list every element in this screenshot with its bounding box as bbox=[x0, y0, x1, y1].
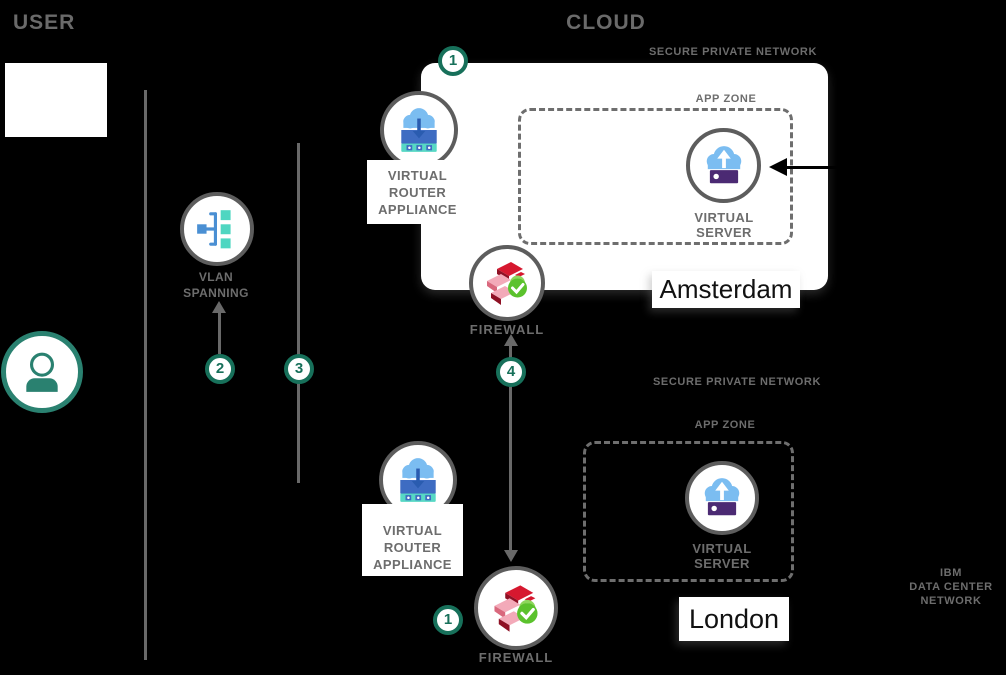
vlan-label-line2: SPANNING bbox=[183, 286, 249, 300]
london-virtual-router-labelbox: VIRTUAL ROUTER APPLIANCE bbox=[362, 504, 463, 576]
firewall-down-arrowhead-icon bbox=[504, 550, 518, 562]
virtual-router-appliance-icon bbox=[401, 108, 437, 152]
ibm-label-line2: DATA CENTER bbox=[909, 581, 993, 593]
amsterdam-firewall-node bbox=[469, 245, 545, 321]
step-badge-1-london: 1 bbox=[433, 605, 463, 635]
amsterdam-city-label: Amsterdam bbox=[652, 271, 800, 308]
router-label-line2: ROUTER bbox=[388, 185, 447, 200]
firewall-connector-line bbox=[509, 346, 512, 550]
ingress-arrow-line bbox=[786, 166, 1006, 169]
step-badge-3: 3 bbox=[284, 354, 314, 384]
amsterdam-secure-network-label: SECURE PRIVATE NETWORK bbox=[648, 46, 818, 58]
amsterdam-app-zone-label: APP ZONE bbox=[695, 93, 757, 105]
ibm-label-line1: IBM bbox=[940, 567, 962, 579]
virtual-server-icon bbox=[706, 145, 741, 183]
step3-line bbox=[297, 143, 300, 483]
step-badge-1-amsterdam: 1 bbox=[438, 46, 468, 76]
step-badge-2: 2 bbox=[205, 354, 235, 384]
london-firewall-node bbox=[474, 566, 558, 650]
server-label-line2: SERVER bbox=[696, 225, 752, 240]
amsterdam-app-zone-box bbox=[518, 108, 793, 245]
user-network-line bbox=[144, 90, 147, 660]
step-badge-4: 4 bbox=[496, 357, 526, 387]
virtual-router-appliance-icon bbox=[400, 458, 436, 502]
router-label-line1: VIRTUAL bbox=[382, 523, 443, 538]
vlan-arrowhead-icon bbox=[212, 301, 226, 313]
router-label-line3: APPLIANCE bbox=[373, 557, 452, 572]
virtual-server-icon bbox=[704, 478, 740, 516]
firewall-icon bbox=[487, 262, 527, 305]
router-label-line1: VIRTUAL bbox=[387, 168, 448, 183]
london-firewall-label: FIREWALL bbox=[478, 650, 554, 665]
user-device-panel bbox=[5, 63, 107, 137]
firewall-icon bbox=[494, 585, 538, 632]
server-label-line2: SERVER bbox=[694, 556, 750, 571]
amsterdam-firewall-label: FIREWALL bbox=[469, 322, 545, 337]
ibm-label-line3: NETWORK bbox=[920, 595, 982, 607]
london-app-zone-label: APP ZONE bbox=[694, 419, 756, 431]
amsterdam-virtual-server-label: VIRTUAL SERVER bbox=[674, 210, 774, 240]
router-label-line2: ROUTER bbox=[383, 540, 442, 555]
ibm-data-center-network-label: IBM DATA CENTER NETWORK bbox=[899, 566, 1003, 608]
vlan-spanning-node bbox=[180, 192, 254, 266]
london-app-zone-box bbox=[583, 441, 794, 582]
cloud-section-title: CLOUD bbox=[566, 11, 646, 34]
user-section-title: USER bbox=[13, 11, 76, 34]
vlan-connector-line bbox=[218, 312, 221, 354]
amsterdam-virtual-server-node bbox=[686, 128, 761, 203]
amsterdam-virtual-router-labelbox: VIRTUAL ROUTER APPLIANCE bbox=[367, 160, 468, 224]
vlan-spanning-label: VLAN SPANNING bbox=[166, 269, 266, 301]
london-city-label: London bbox=[679, 597, 789, 641]
firewall-up-arrowhead-icon bbox=[504, 334, 518, 346]
vlan-spanning-icon bbox=[197, 210, 231, 249]
london-virtual-server-node bbox=[685, 461, 759, 535]
vlan-label-line1: VLAN bbox=[198, 270, 234, 284]
server-label-line1: VIRTUAL bbox=[692, 541, 752, 556]
router-label-line3: APPLIANCE bbox=[378, 202, 457, 217]
london-secure-network-label: SECURE PRIVATE NETWORK bbox=[652, 376, 822, 388]
ingress-arrowhead-icon bbox=[769, 158, 787, 176]
amsterdam-virtual-router-node bbox=[380, 91, 458, 169]
london-virtual-server-label: VIRTUAL SERVER bbox=[672, 541, 772, 571]
user-icon bbox=[1, 331, 83, 413]
server-label-line1: VIRTUAL bbox=[694, 210, 754, 225]
person-icon bbox=[26, 352, 58, 392]
